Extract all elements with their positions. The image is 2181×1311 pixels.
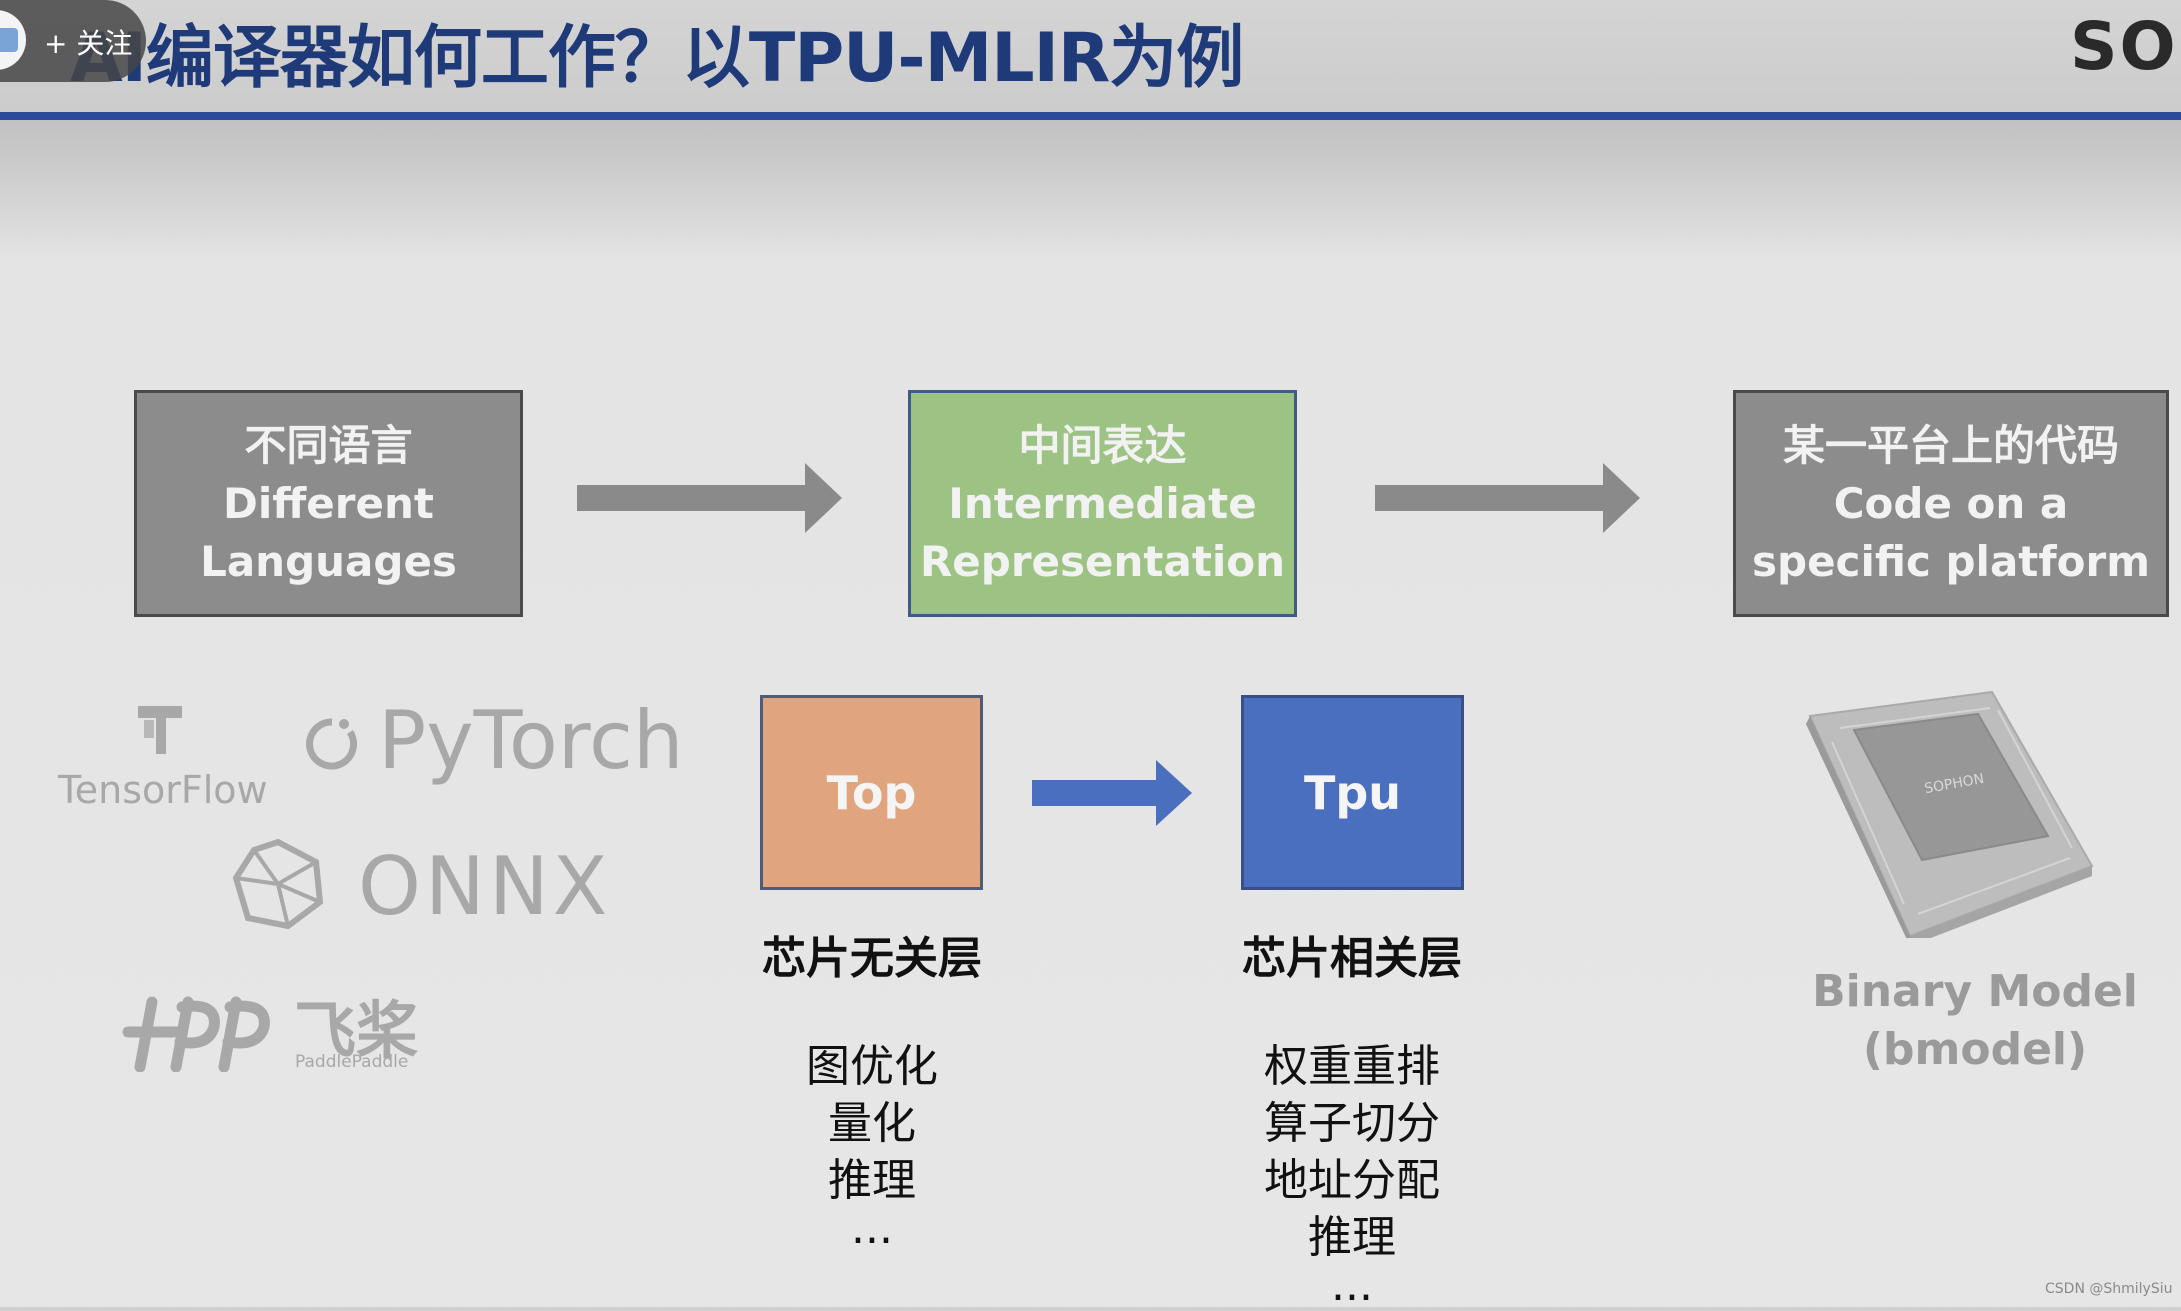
- top-layer-title: 芯片无关层: [762, 933, 982, 984]
- ir-box-zh: 中间表达: [1018, 420, 1187, 470]
- binary-model-label: Binary Model (bmodel): [1810, 963, 2140, 1079]
- list-item: 图优化: [806, 1041, 938, 1092]
- list-item: 算子切分: [1264, 1098, 1440, 1149]
- target-box-en-line2: specific platform: [1752, 536, 2150, 586]
- ir-box: 中间表达 Intermediate Representation: [908, 390, 1297, 617]
- tensorflow-logo-icon: [138, 706, 182, 754]
- paddle-label-zh: 飞桨: [294, 994, 419, 1067]
- binary-line2: (bmodel): [1862, 1024, 2088, 1075]
- tpu-dialect-box: Tpu: [1241, 695, 1464, 890]
- list-item: ...: [851, 1203, 893, 1254]
- source-box-en-line1: Different: [223, 478, 434, 528]
- top-dialect-box: Top: [760, 695, 983, 890]
- follow-label: + 关注: [44, 27, 133, 60]
- target-box-en-line1: Code on a: [1833, 478, 2069, 528]
- brand-logo: SOP: [2070, 8, 2181, 85]
- target-code-box: 某一平台上的代码 Code on a specific platform: [1733, 390, 2169, 617]
- title-shadow: [0, 120, 2181, 260]
- ir-box-en-line2: Representation: [919, 536, 1286, 586]
- title-divider: [0, 112, 2181, 120]
- top-dialect-label: Top: [826, 765, 917, 820]
- source-box-en-line2: Languages: [200, 536, 457, 586]
- chip-image: SOPHON: [1806, 690, 2094, 938]
- list-item: ...: [1331, 1260, 1373, 1311]
- tpu-dialect-label: Tpu: [1303, 765, 1402, 820]
- tpu-layer-title: 芯片相关层: [1242, 933, 1462, 984]
- list-item: 推理: [828, 1155, 916, 1206]
- top-layer-list: 图优化 量化 推理 ...: [722, 1038, 1022, 1254]
- watermark: CSDN @ShmilySiu: [2045, 1281, 2173, 1297]
- binary-line1: Binary Model: [1812, 966, 2138, 1017]
- onnx-logo-icon: [232, 838, 324, 930]
- arrow-right-icon: [1375, 463, 1640, 533]
- target-box-zh: 某一平台上的代码: [1782, 420, 2119, 470]
- list-item: 推理: [1308, 1212, 1396, 1263]
- follow-button[interactable]: + 关注: [0, 0, 146, 82]
- ir-box-en-line1: Intermediate: [948, 478, 1257, 528]
- source-box-zh: 不同语言: [244, 420, 413, 470]
- slide-title: AI编译器如何工作？以TPU-MLIR为例: [70, 19, 1244, 98]
- list-item: 地址分配: [1264, 1155, 1440, 1206]
- pytorch-logo-icon: [306, 718, 358, 770]
- arrow-right-icon: [1032, 760, 1192, 826]
- avatar[interactable]: [0, 10, 26, 70]
- pytorch-label: PyTorch: [378, 694, 684, 787]
- paddle-label-en: PaddlePaddle: [295, 1052, 409, 1072]
- list-item: 权重重排: [1264, 1041, 1440, 1092]
- tensorflow-label: TensorFlow: [58, 768, 268, 812]
- arrow-right-icon: [577, 463, 842, 533]
- source-languages-box: 不同语言 Different Languages: [134, 390, 523, 617]
- onnx-label: ONNX: [358, 840, 612, 933]
- tpu-layer-list: 权重重排 算子切分 地址分配 推理 ...: [1202, 1038, 1502, 1311]
- title-bar: [0, 0, 2181, 112]
- list-item: 量化: [828, 1098, 916, 1149]
- paddle-logo-icon: [122, 996, 270, 1072]
